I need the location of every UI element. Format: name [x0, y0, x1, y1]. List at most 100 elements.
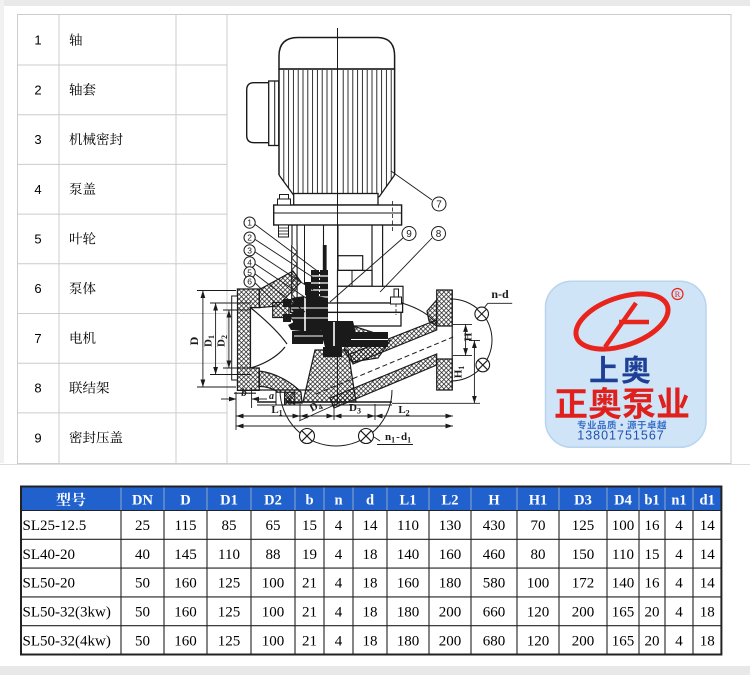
- svg-text:88: 88: [266, 547, 281, 563]
- svg-text:430: 430: [483, 518, 506, 534]
- svg-text:165: 165: [612, 633, 635, 649]
- svg-text:50: 50: [135, 576, 150, 592]
- svg-text:13801751567: 13801751567: [577, 429, 664, 443]
- svg-text:1: 1: [34, 33, 41, 48]
- svg-text:14: 14: [700, 518, 716, 534]
- svg-text:D: D: [187, 336, 201, 345]
- svg-text:110: 110: [218, 547, 240, 563]
- svg-text:18: 18: [700, 633, 715, 649]
- svg-text:14: 14: [700, 547, 716, 563]
- svg-text:50: 50: [135, 633, 150, 649]
- svg-text:3: 3: [247, 245, 252, 255]
- svg-text:L2: L2: [442, 493, 459, 509]
- svg-text:18: 18: [363, 547, 378, 563]
- svg-text:100: 100: [262, 633, 285, 649]
- svg-text:180: 180: [439, 576, 462, 592]
- svg-text:4: 4: [675, 633, 683, 649]
- svg-text:D4: D4: [614, 493, 632, 509]
- svg-text:2: 2: [247, 233, 252, 243]
- svg-text:H: H: [463, 332, 475, 341]
- svg-text:4: 4: [335, 547, 343, 563]
- svg-text:5: 5: [34, 232, 41, 247]
- svg-text:4: 4: [335, 633, 343, 649]
- svg-text:b: b: [241, 387, 247, 399]
- svg-text:14: 14: [363, 518, 379, 534]
- svg-text:n1: n1: [385, 431, 395, 445]
- svg-text:110: 110: [397, 518, 419, 534]
- svg-text:200: 200: [572, 605, 595, 621]
- svg-text:21: 21: [302, 633, 317, 649]
- svg-text:16: 16: [645, 518, 661, 534]
- svg-text:100: 100: [527, 576, 550, 592]
- svg-text:D1: D1: [203, 335, 217, 347]
- svg-text:680: 680: [483, 633, 506, 649]
- svg-text:40: 40: [135, 547, 150, 563]
- svg-text:18: 18: [363, 633, 378, 649]
- svg-text:160: 160: [397, 576, 420, 592]
- svg-text:6: 6: [247, 277, 252, 287]
- svg-text:160: 160: [174, 576, 197, 592]
- svg-text:15: 15: [645, 547, 660, 563]
- svg-text:130: 130: [439, 518, 462, 534]
- svg-text:8: 8: [34, 381, 41, 396]
- svg-text:H1: H1: [453, 366, 467, 379]
- svg-text:110: 110: [612, 547, 634, 563]
- svg-text:4: 4: [675, 576, 683, 592]
- svg-text:L1: L1: [271, 404, 282, 418]
- svg-text:65: 65: [266, 518, 281, 534]
- svg-text:n: n: [334, 493, 342, 509]
- svg-text:2: 2: [34, 82, 41, 97]
- svg-text:18: 18: [700, 605, 715, 621]
- svg-text:200: 200: [439, 633, 462, 649]
- svg-text:15: 15: [302, 518, 317, 534]
- svg-text:H1: H1: [529, 493, 548, 509]
- svg-text:19: 19: [302, 547, 317, 563]
- svg-text:150: 150: [572, 547, 595, 563]
- svg-text:125: 125: [218, 633, 241, 649]
- svg-text:b1: b1: [644, 493, 659, 509]
- svg-text:6: 6: [34, 281, 41, 296]
- svg-text:4: 4: [335, 518, 343, 534]
- svg-text:D: D: [180, 493, 190, 509]
- svg-text:140: 140: [397, 547, 420, 563]
- svg-text:460: 460: [483, 547, 506, 563]
- svg-text:20: 20: [645, 605, 660, 621]
- svg-text:4: 4: [675, 547, 683, 563]
- svg-text:115: 115: [175, 518, 197, 534]
- svg-text:18: 18: [363, 605, 378, 621]
- svg-text:SL25-12.5: SL25-12.5: [23, 518, 87, 534]
- svg-text:100: 100: [612, 518, 635, 534]
- svg-text:n1: n1: [671, 493, 686, 509]
- svg-text:200: 200: [439, 605, 462, 621]
- svg-text:d1: d1: [401, 431, 411, 445]
- svg-text:SL50-32(3kw): SL50-32(3kw): [23, 605, 111, 621]
- svg-text:d1: d1: [700, 493, 715, 509]
- svg-text:DN: DN: [132, 493, 153, 509]
- svg-text:SL40-20: SL40-20: [23, 547, 76, 563]
- svg-text:145: 145: [174, 547, 197, 563]
- svg-text:180: 180: [397, 605, 420, 621]
- svg-text:D3: D3: [349, 402, 361, 416]
- svg-text:165: 165: [612, 605, 635, 621]
- svg-text:125: 125: [218, 576, 241, 592]
- svg-text:125: 125: [572, 518, 595, 534]
- svg-text:120: 120: [527, 633, 550, 649]
- svg-text:660: 660: [483, 605, 506, 621]
- svg-text:50: 50: [135, 605, 150, 621]
- svg-text:1: 1: [247, 218, 252, 228]
- svg-text:21: 21: [302, 576, 317, 592]
- svg-text:172: 172: [572, 576, 595, 592]
- svg-text:25: 25: [135, 518, 150, 534]
- svg-text:D2: D2: [216, 335, 230, 347]
- svg-text:-: -: [396, 431, 400, 443]
- svg-text:16: 16: [645, 576, 661, 592]
- svg-text:L2: L2: [398, 404, 409, 418]
- svg-text:20: 20: [645, 633, 660, 649]
- svg-text:18: 18: [363, 576, 378, 592]
- svg-text:R: R: [675, 289, 681, 299]
- svg-text:n-d: n-d: [491, 287, 509, 301]
- svg-text:8: 8: [436, 229, 442, 240]
- svg-text:4: 4: [335, 605, 343, 621]
- svg-text:140: 140: [612, 576, 635, 592]
- svg-text:580: 580: [483, 576, 506, 592]
